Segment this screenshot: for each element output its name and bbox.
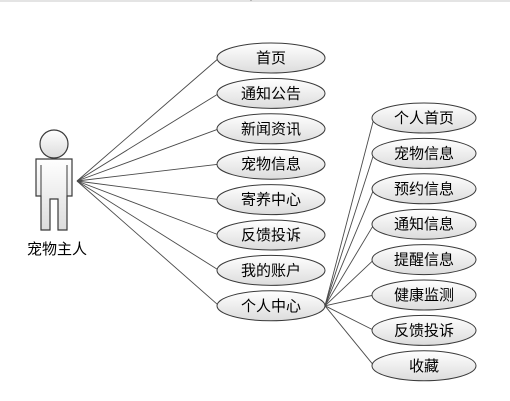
actor-pet-owner[interactable]: 宠物主人 (27, 129, 87, 258)
use-case-pet-info[interactable]: 宠物信息 (216, 148, 326, 180)
sub-association-line (324, 117, 375, 306)
top-mark: ° (249, 0, 253, 6)
sub-association-line (324, 305, 375, 367)
association-line (76, 93, 220, 182)
use-case-feedback[interactable]: 反馈投诉 (216, 219, 326, 251)
use-case-account[interactable]: 我的账户 (216, 254, 326, 286)
sub-use-case-my-feedback[interactable]: 反馈投诉 (371, 314, 477, 346)
sub-association-line (324, 153, 375, 306)
use-case-label: 个人中心 (241, 297, 301, 315)
association-line (76, 180, 220, 307)
sub-use-case-booking-info[interactable]: 预约信息 (371, 173, 477, 205)
sub-association-line (324, 305, 375, 331)
sub-use-case-ellipse (371, 137, 477, 169)
sub-use-case-reminder-info[interactable]: 提醒信息 (371, 244, 477, 276)
sub-use-case-ellipse (371, 102, 477, 134)
use-case-ellipse (216, 184, 326, 216)
sub-association-line (324, 294, 375, 307)
sub-use-case-notify-info[interactable]: 通知信息 (371, 208, 477, 240)
use-case-label: 反馈投诉 (241, 226, 301, 244)
actor-head (39, 129, 69, 159)
sub-use-case-label: 通知信息 (394, 215, 454, 233)
sub-use-case-label: 提醒信息 (394, 251, 454, 269)
use-case-news[interactable]: 新闻资讯 (216, 113, 326, 145)
sub-use-case-ellipse (371, 279, 477, 311)
sub-use-case-ellipse (371, 314, 477, 346)
sub-use-case-ellipse (371, 244, 477, 276)
sub-use-case-label: 健康监测 (394, 286, 454, 304)
use-case-label: 通知公告 (241, 84, 301, 102)
use-case-home[interactable]: 首页 (216, 42, 326, 74)
sub-association-lines (324, 117, 375, 367)
association-line (76, 180, 220, 201)
sub-use-case-favorites[interactable]: 收藏 (371, 350, 477, 382)
sub-use-case-label: 反馈投诉 (394, 321, 454, 339)
use-case-boarding[interactable]: 寄养中心 (216, 184, 326, 216)
use-case-label: 首页 (256, 49, 286, 67)
association-line (76, 180, 220, 271)
sub-association-line (324, 188, 375, 306)
use-case-personal-center[interactable]: 个人中心 (216, 290, 326, 322)
actor-label: 宠物主人 (27, 240, 87, 258)
sub-use-case-label: 个人首页 (394, 109, 454, 127)
association-line (76, 180, 220, 236)
use-case-ellipse (216, 254, 326, 286)
use-case-ellipse (216, 77, 326, 109)
sub-use-case-ellipse (371, 208, 477, 240)
use-case-label: 新闻资讯 (241, 120, 301, 138)
sub-use-case-health-monitor[interactable]: 健康监测 (371, 279, 477, 311)
sub-association-line (324, 259, 375, 307)
association-line (76, 57, 220, 182)
sub-use-case-label: 宠物信息 (394, 144, 454, 162)
use-case-ellipse (216, 42, 326, 74)
use-case-ellipse (216, 219, 326, 251)
use-case-label: 我的账户 (241, 261, 301, 279)
use-case-ellipse (216, 113, 326, 145)
sub-use-case-ellipse (371, 173, 477, 205)
use-case-ellipse (216, 148, 326, 180)
use-case-label: 宠物信息 (241, 155, 301, 173)
association-line (76, 163, 220, 182)
use-case-label: 寄养中心 (241, 191, 301, 209)
sub-use-case-label: 预约信息 (394, 180, 454, 198)
sub-association-line (324, 223, 375, 307)
use-case-ellipse (216, 290, 326, 322)
sub-use-case-label: 收藏 (409, 357, 439, 375)
sub-use-case-ellipse (371, 350, 477, 382)
use-case-notice[interactable]: 通知公告 (216, 77, 326, 109)
association-line (76, 128, 220, 182)
association-lines (76, 57, 220, 307)
sub-use-case-personal-home[interactable]: 个人首页 (371, 102, 477, 134)
sub-use-case-my-pet-info[interactable]: 宠物信息 (371, 137, 477, 169)
